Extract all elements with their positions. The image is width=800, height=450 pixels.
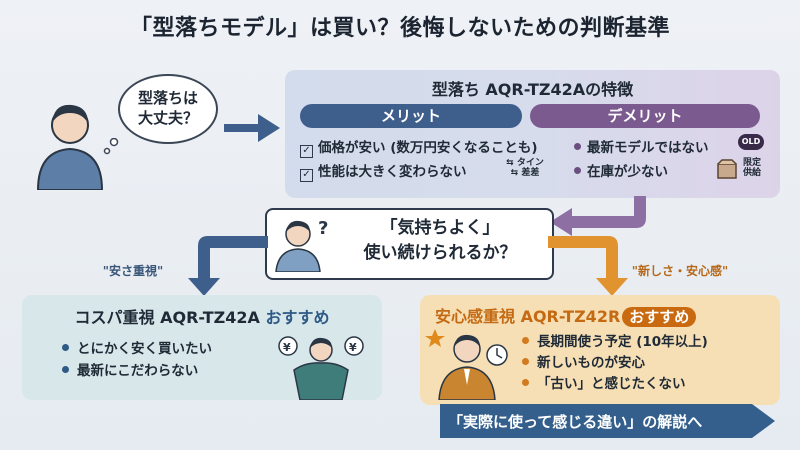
cost-performance-title: コスパ重視 AQR-TZ42A おすすめ [74,308,330,327]
list-item: 長期間使う予定 (10年以上) [522,332,708,353]
merit-item: ✓性能は大きく変わらない [300,160,467,182]
explanation-link-label[interactable]: 「実際に使って感じる違い」の解説へ [448,413,703,431]
pondering-person-icon: ? [275,218,328,272]
demerit-item: 最新モデルではない [574,136,709,156]
shrugging-person-icon: ¥ ¥ [278,336,364,400]
box-icon [717,159,737,179]
page-title: 「型落ちモデル」は買い？後悔しないための判断基準 [129,16,670,41]
cost-performance-list: とにかく安く買いたい 最新にこだわらない [62,338,212,382]
stock-note: 限定 供給 [742,158,761,178]
list-item: 最新にこだわらない [62,360,212,382]
arrow-right-branch-icon [548,236,628,296]
old-badge-icon: OLD [738,134,764,150]
merit-label: メリット [300,104,522,128]
list-item: 「古い」と感じたくない [522,374,708,395]
recommend-badge: おすすめ [622,307,697,327]
checkbox-icon: ✓ [300,169,313,182]
arrow-down-left-icon [550,196,646,236]
thinking-person-icon [36,104,104,190]
arrow-right-icon [224,114,280,142]
svg-text:¥: ¥ [349,341,357,354]
peace-of-mind-list: 長期間使う予定 (10年以上) 新しいものが安心 「古い」と感じたくない [522,332,708,395]
confident-businessman-icon [425,329,508,400]
merit-item: ✓価格が安い (数万円安くなることも) [300,136,538,158]
decision-question: 「気持ちよく」 使い続けられるか？ [363,218,517,263]
features-title: 型落ち AQR-TZ42Aの特徴 [431,80,634,99]
demerit-label: デメリット [530,104,760,128]
arrow-left-branch-icon [188,236,268,296]
checkbox-icon: ✓ [300,145,313,158]
svg-text:¥: ¥ [283,341,291,354]
bubble-tail-icon [103,138,119,155]
demerit-item: 在庫が少ない [574,160,668,180]
explanation-link-button[interactable] [440,404,775,438]
merit-note: ⇆ タイン ⇆ 差差 [506,158,544,178]
svg-text:?: ? [318,218,328,239]
question-thought-bubble: 型落ちは 大丈夫？ [118,74,218,144]
features-panel [285,70,780,198]
branch-left-label: "安さ重視" [102,264,164,278]
branch-right-label: "新しさ・安心感" [631,264,729,278]
list-item: とにかく安く買いたい [62,338,212,360]
list-item: 新しいものが安心 [522,353,708,374]
